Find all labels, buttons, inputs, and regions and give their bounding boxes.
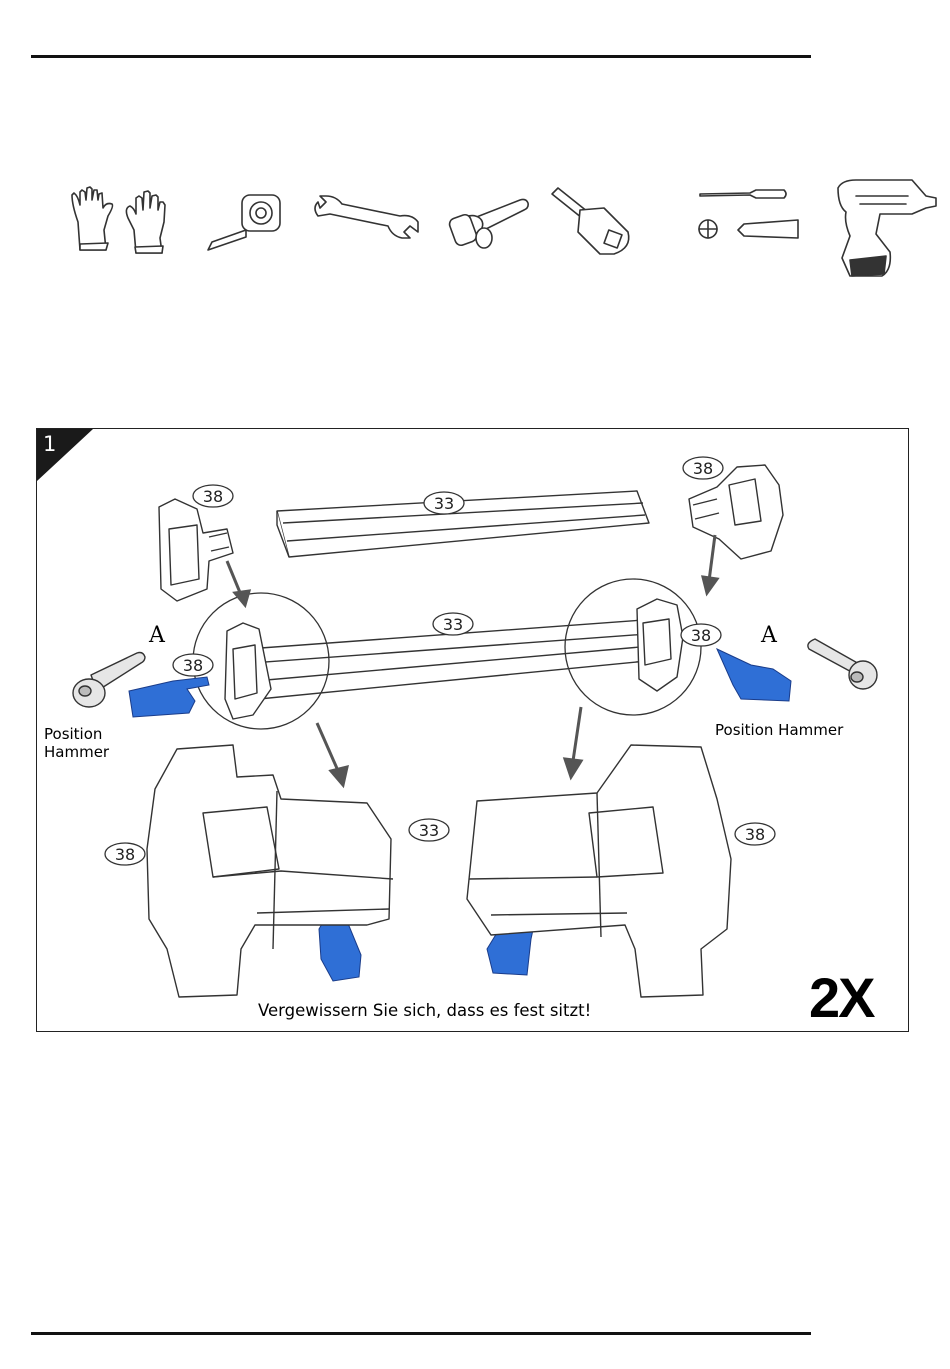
screwdrivers-icon (699, 190, 798, 238)
arrow-top-left (227, 561, 249, 605)
bracket-mid-left-part (225, 623, 271, 719)
arrow-detail-left (317, 723, 347, 785)
tape-measure-icon (208, 195, 280, 250)
position-hammer-left-line1: Position (44, 725, 102, 743)
callout-bracket-detail-right-label: 38 (745, 825, 765, 844)
gloves-icon (72, 187, 165, 253)
callout-bracket-detail-left-label: 38 (115, 845, 135, 864)
hammer-icon (448, 199, 528, 248)
quantity-multiplier: 2X (809, 965, 874, 1030)
callout-bracket-top-left-label: 38 (203, 487, 223, 506)
cordless-drill-icon (838, 180, 936, 276)
callout-rail-detail-label: 33 (419, 821, 439, 840)
step-1-panel: 33 38 38 33 38 38 33 38 38 1 A A Positio… (36, 428, 909, 1032)
position-hammer-left-line2: Hammer (44, 743, 109, 761)
hammer-right (808, 639, 877, 689)
tools-row (0, 0, 950, 300)
blue-glove-right (717, 649, 791, 701)
callout-bracket-mid-right-label: 38 (691, 626, 711, 645)
socket-bit-icon (552, 188, 629, 254)
letter-a-right: A (761, 623, 777, 648)
callout-bracket-top-right-label: 38 (693, 459, 713, 478)
wrench-icon (315, 196, 418, 238)
blue-glove-left (129, 677, 209, 717)
callout-rail-middle-label: 33 (443, 615, 463, 634)
step-number: 1 (43, 432, 56, 456)
arrow-top-right (703, 535, 717, 593)
callout-bracket-mid-left-label: 38 (183, 656, 203, 675)
callout-rail-top-label: 33 (434, 494, 454, 513)
bracket-mid-right-part (637, 599, 683, 691)
bottom-rule (31, 1332, 811, 1335)
letter-a-left: A (149, 623, 165, 648)
instruction-text: Vergewissern Sie sich, dass es fest sitz… (258, 1001, 591, 1020)
bracket-top-left-part (159, 499, 233, 601)
position-hammer-right: Position Hammer (715, 721, 843, 739)
arrow-detail-right (565, 707, 581, 777)
